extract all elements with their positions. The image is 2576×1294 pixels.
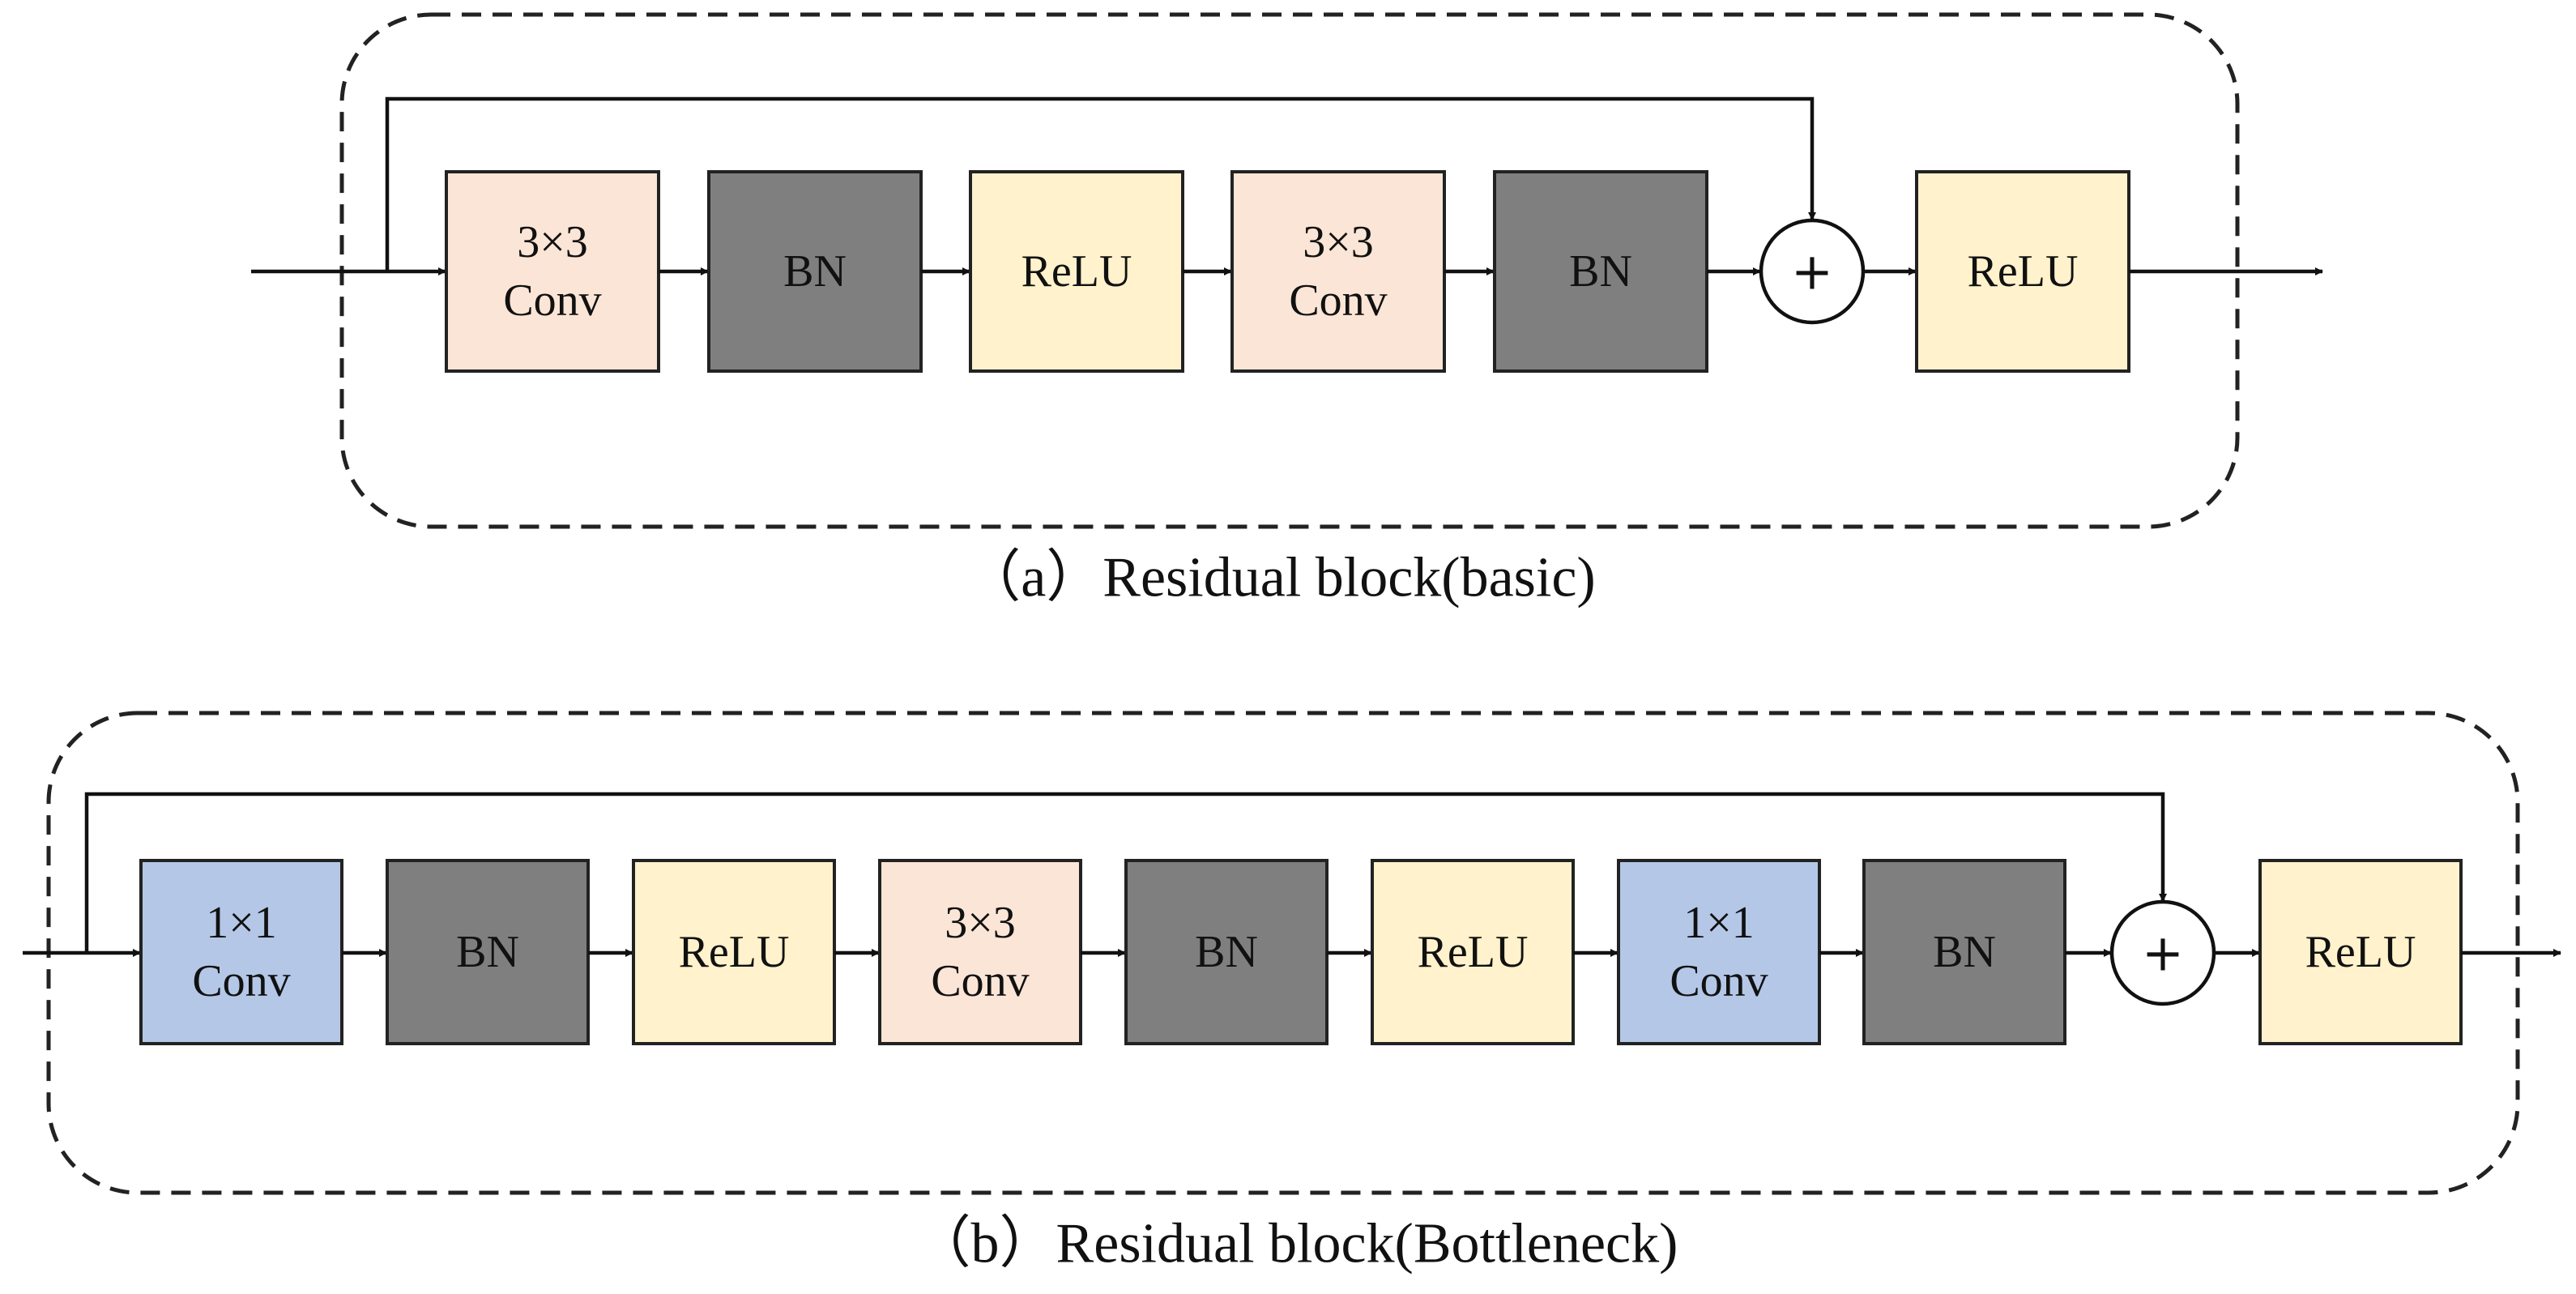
- layer-box: [1915, 170, 2130, 373]
- layer-box: [1124, 859, 1329, 1045]
- bottleneck-block-6-relu: ReLU: [1371, 859, 1575, 1045]
- layer-box: [632, 859, 836, 1045]
- layer-label: BN: [783, 246, 847, 297]
- layer-label: ReLU: [1968, 246, 2079, 297]
- skip-connection: [385, 96, 1816, 271]
- layer-box: [445, 170, 660, 373]
- basic-block-5-bn: BN: [1493, 170, 1708, 373]
- plus-icon: +: [1791, 242, 1833, 301]
- layer-box: [1493, 170, 1708, 373]
- layer-box: [139, 859, 343, 1045]
- layer-label: Conv: [503, 275, 601, 326]
- layer-box: [707, 170, 923, 373]
- layer-label: Conv: [931, 956, 1029, 1006]
- layer-label: ReLU: [679, 927, 790, 977]
- layer-label: 3×3: [517, 217, 588, 267]
- bottleneck-block-5-bn: BN: [1124, 859, 1329, 1045]
- skip-connection: [84, 792, 2167, 953]
- layer-box: [1617, 859, 1821, 1045]
- bottleneck-block-3-relu: ReLU: [632, 859, 836, 1045]
- layer-box: [878, 859, 1082, 1045]
- add-node: +: [2109, 899, 2216, 1006]
- layer-label: 3×3: [1303, 217, 1374, 267]
- layer-label: BN: [1933, 927, 1996, 977]
- layer-label: 1×1: [1683, 898, 1755, 948]
- layer-label: 3×3: [945, 898, 1016, 948]
- layer-box: [1862, 859, 2066, 1045]
- layer-label: Conv: [1289, 275, 1387, 326]
- layer-label: ReLU: [1418, 927, 1529, 977]
- layer-label: BN: [456, 927, 519, 977]
- bottleneck-block-9-relu: ReLU: [2258, 859, 2463, 1045]
- layer-label: ReLU: [2305, 927, 2416, 977]
- bottleneck-block-8-bn: BN: [1862, 859, 2066, 1045]
- diagram-caption: （b）Residual block(Bottleneck): [915, 1213, 1678, 1275]
- layer-label: Conv: [1670, 956, 1768, 1006]
- add-node: +: [1759, 218, 1866, 325]
- layer-label: BN: [1195, 927, 1258, 977]
- layer-box: [1371, 859, 1575, 1045]
- layer-label: BN: [1569, 246, 1632, 297]
- bottleneck-block-2-bn: BN: [386, 859, 590, 1045]
- layer-label: Conv: [192, 956, 290, 1006]
- basic-block-2-bn: BN: [707, 170, 923, 373]
- layer-box: [386, 859, 590, 1045]
- layer-box: [1230, 170, 1446, 373]
- plus-icon: +: [2142, 924, 2184, 983]
- layer-label: ReLU: [1021, 246, 1132, 297]
- diagram-caption: （a）Residual block(basic): [964, 547, 1596, 609]
- layer-label: 1×1: [206, 898, 277, 948]
- basic-block-6-relu: ReLU: [1915, 170, 2130, 373]
- basic-block-3-relu: ReLU: [969, 170, 1184, 373]
